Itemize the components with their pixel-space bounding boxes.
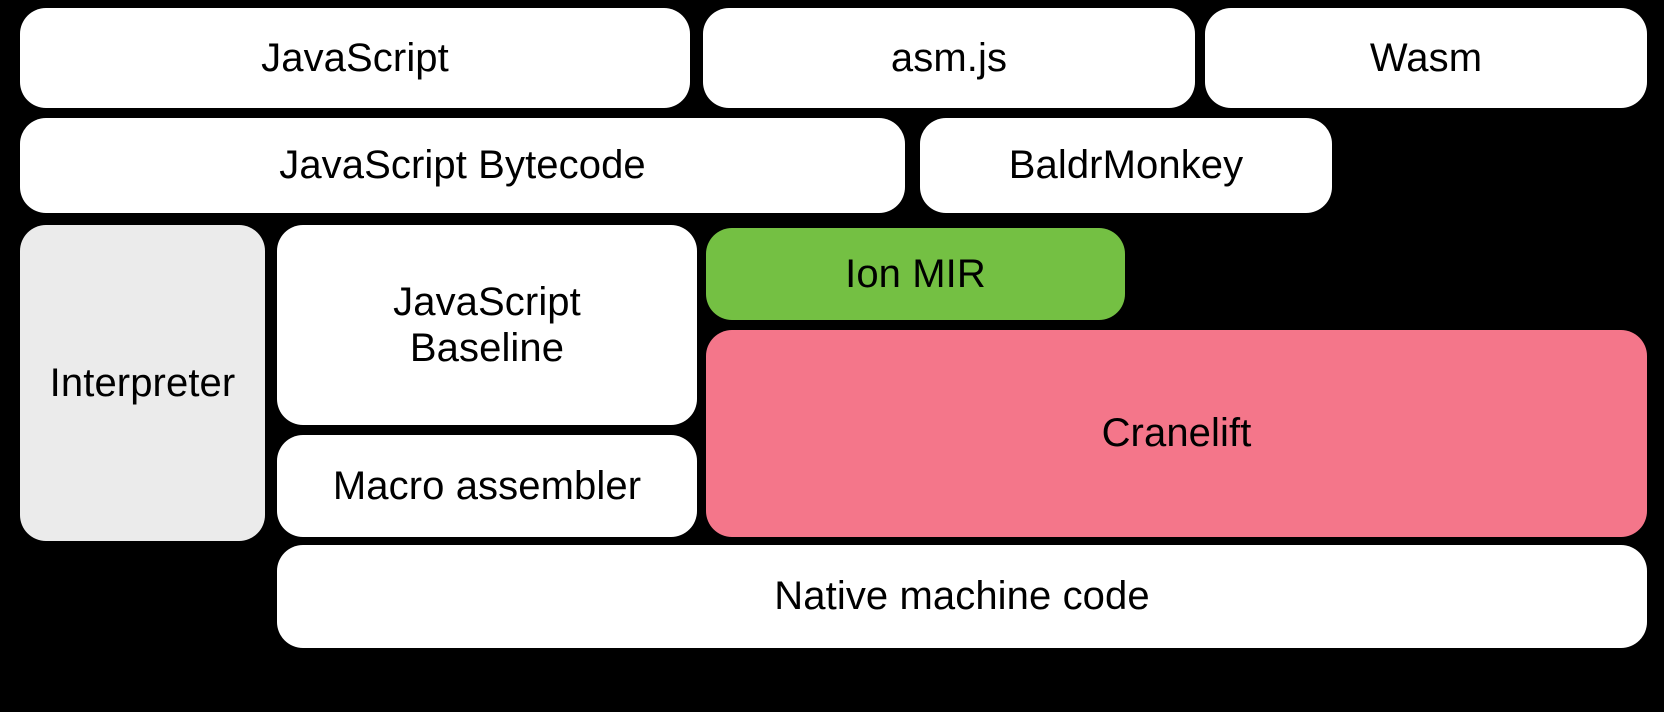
node-javascript-bytecode[interactable]: JavaScript Bytecode [20,118,905,213]
node-wasm[interactable]: Wasm [1205,8,1647,108]
node-javascript[interactable]: JavaScript [20,8,690,108]
node-cranelift[interactable]: Cranelift [706,330,1647,537]
node-ion-mir[interactable]: Ion MIR [706,228,1125,320]
node-interpreter[interactable]: Interpreter [20,225,265,541]
node-baldrmonkey[interactable]: BaldrMonkey [920,118,1332,213]
node-javascript-baseline[interactable]: JavaScript Baseline [277,225,697,425]
node-macro-assembler[interactable]: Macro assembler [277,435,697,537]
node-asm-js[interactable]: asm.js [703,8,1195,108]
node-native-machine-code[interactable]: Native machine code [277,545,1647,648]
